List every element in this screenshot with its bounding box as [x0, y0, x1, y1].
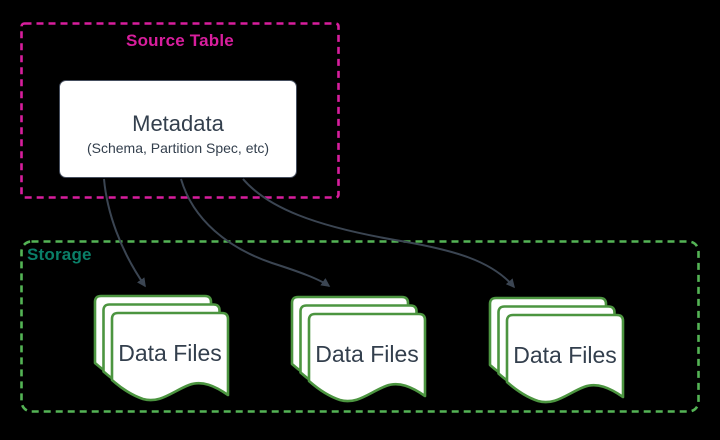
data-files-stack-2: Data Files — [290, 295, 427, 403]
metadata-node-subtitle: (Schema, Partition Spec, etc) — [86, 140, 270, 156]
data-files-stack-3: Data Files — [488, 296, 625, 404]
edge-metadata-to-datafiles-right — [242, 178, 515, 289]
data-files-label: Data Files — [315, 341, 419, 367]
metadata-node-title: Metadata — [132, 111, 224, 136]
edge-metadata-to-datafiles-left — [103, 178, 146, 288]
document-page-front-icon — [110, 311, 230, 402]
edge-metadata-to-datafiles-middle — [180, 178, 331, 287]
storage-cluster-border — [20, 240, 700, 413]
source-table-cluster-label: Source Table — [126, 31, 234, 50]
metadata-node: Metadata (Schema, Partition Spec, etc) — [59, 80, 297, 178]
edges-group — [103, 178, 515, 289]
document-page-front-icon — [505, 313, 625, 404]
data-files-label: Data Files — [118, 340, 222, 366]
source-table-cluster-border — [20, 22, 340, 199]
data-files-stack-1: Data Files — [93, 294, 230, 402]
storage-cluster-label: Storage — [27, 245, 92, 264]
data-files-label: Data Files — [513, 342, 617, 368]
document-page-front-icon — [307, 312, 427, 403]
